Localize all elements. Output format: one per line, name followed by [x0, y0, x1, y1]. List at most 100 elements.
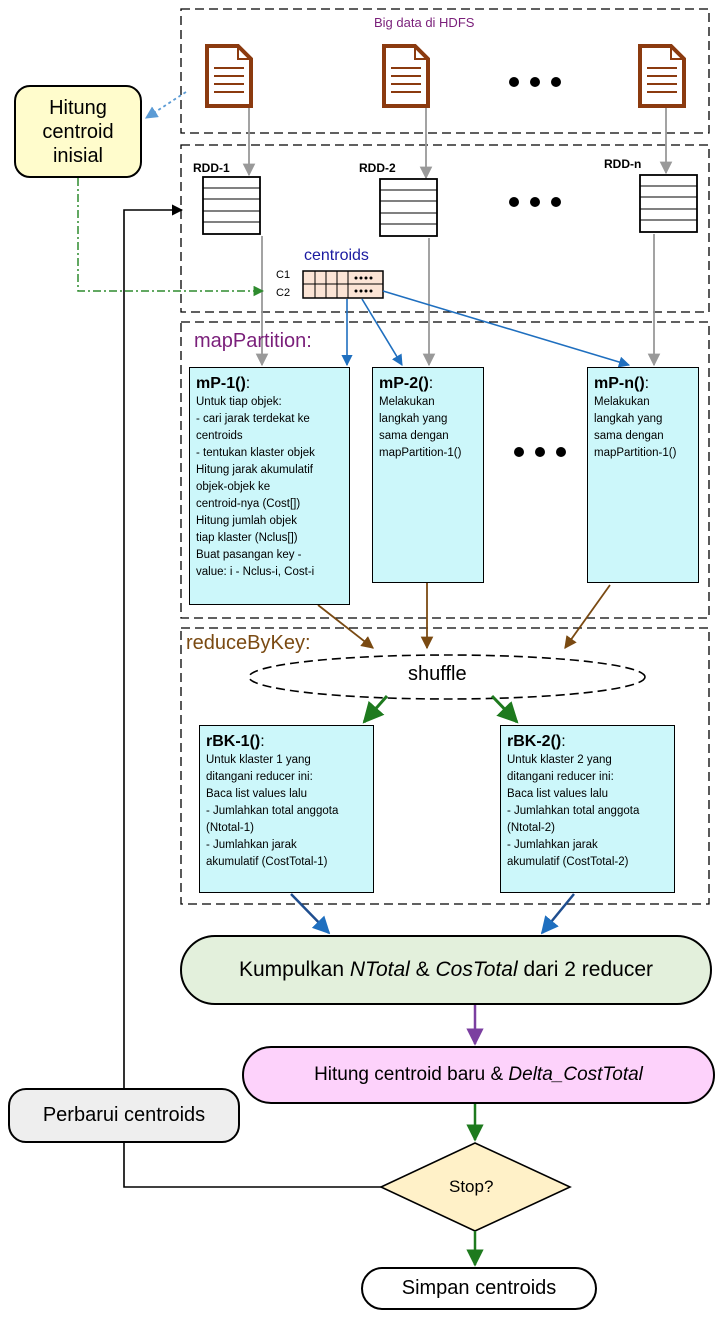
arrow-centroids-to-mpn [382, 290, 631, 368]
rbk2-title-suffix: : [561, 733, 566, 750]
map-partition-n-box: mP-n(): Melakukan langkah yang sama deng… [587, 367, 699, 583]
arrow-rbk2-to-collect [540, 893, 575, 935]
mpn-line: sama dengan [594, 430, 664, 442]
update-label: Perbarui centroids [42, 1104, 206, 1126]
mp1-line: tiap klaster (Nclus[]) [196, 532, 298, 544]
rbk2-title: rBK-2(): [507, 733, 566, 750]
arrow-mpn-to-shuffle [564, 584, 611, 650]
mp1-line: Hitung jarak akumulatif [196, 464, 313, 476]
ellipsis-dots [514, 447, 566, 457]
centroid-c2-label: C2 [276, 287, 291, 299]
mp2-line: mapPartition-1() [379, 447, 462, 459]
rdd-frame [180, 144, 710, 313]
arrow-rbk1-to-collect [290, 893, 331, 935]
mp1-line: centroids [196, 430, 243, 442]
rbk1-line: ditangani reducer ini: [206, 771, 313, 783]
arrow-shuffle-to-rbk1 [362, 695, 389, 724]
rdd-label: RDD-1 [193, 161, 230, 175]
rbk2-line: Baca list values lalu [507, 788, 608, 800]
new-centroid-box: Hitung centroid baru & Delta_CostTotal [242, 1046, 715, 1104]
reduce-frame [180, 627, 710, 905]
centroid-c1-label: C1 [276, 269, 291, 281]
update-centroids-box: Perbarui centroids [8, 1088, 240, 1143]
arrow-shuffle-to-rbk2 [490, 694, 519, 724]
rbk1-line: Baca list values lalu [206, 788, 307, 800]
mp2-line: Melakukan [379, 396, 435, 408]
newcentroid-delta: Delta_CostTotal [508, 1064, 643, 1085]
mp1-title: mP-1(): [196, 375, 251, 392]
document-icon [205, 44, 253, 108]
rbk2-line: akumulatif (CostTotal-2) [507, 856, 629, 868]
mp2-title: mP-2(): [379, 375, 434, 392]
save-label: Simpan centroids [401, 1277, 557, 1299]
rdd-block [379, 178, 438, 237]
mpn-title: mP-n(): [594, 375, 650, 392]
mpn-line: Melakukan [594, 396, 650, 408]
mp1-line: objek-objek ke [196, 481, 271, 493]
reduce-section-label: reduceByKey: [186, 632, 311, 654]
mpn-line: langkah yang [594, 413, 663, 425]
init-line: inisial [52, 144, 104, 167]
rbk1-line: (Ntotal-1) [206, 822, 254, 834]
init-line: Hitung [49, 96, 107, 119]
rbk1-line: - Jumlahkan jarak [206, 839, 297, 851]
hdfs-frame [180, 8, 710, 134]
rbk2-line: Untuk klaster 2 yang [507, 754, 612, 766]
newcentroid-text: Hitung centroid baru & [314, 1064, 509, 1085]
arrow-stop-to-update [123, 1143, 381, 1188]
map-frame [180, 321, 710, 619]
mp1-line: Untuk tiap objek: [196, 396, 282, 408]
rdd-block [202, 176, 261, 235]
mpn-line: mapPartition-1() [594, 447, 677, 459]
mp1-line: centroid-nya (Cost[]) [196, 498, 301, 510]
rdd-label: RDD-n [604, 157, 642, 171]
rbk1-line: - Jumlahkan total anggota [206, 805, 339, 817]
mp2-line: langkah yang [379, 413, 448, 425]
init-centroid-box: Hitung centroid inisial [14, 85, 142, 178]
collect-text: dari 2 reducer [517, 958, 654, 981]
map-partition-2-box: mP-2(): Melakukan langkah yang sama deng… [372, 367, 484, 583]
mp1-line: Buat pasangan key - [196, 549, 302, 561]
init-line: centroid [42, 120, 114, 143]
mp2-line: sama dengan [379, 430, 449, 442]
ellipsis-dots [509, 197, 561, 207]
mp1-line: - cari jarak terdekat ke [196, 413, 310, 425]
rbk2-line: - Jumlahkan jarak [507, 839, 598, 851]
stop-label: Stop? [449, 1177, 494, 1196]
shuffle-label: shuffle [408, 663, 467, 685]
shuffle-ellipse [248, 654, 646, 700]
map-section-label: mapPartition: [194, 330, 312, 352]
reduce-by-key-2-box: rBK-2(): Untuk klaster 2 yang ditangani … [500, 725, 675, 893]
rdd-block [639, 174, 698, 233]
arrow-mp1-to-shuffle [317, 604, 374, 649]
rbk2-line: (Ntotal-2) [507, 822, 555, 834]
centroids-table [302, 270, 384, 299]
save-centroids-box: Simpan centroids [361, 1267, 597, 1310]
mpn-title-suffix: : [644, 375, 650, 392]
arrow-init-to-centroids [77, 178, 265, 297]
reduce-by-key-1-box: rBK-1(): Untuk klaster 1 yang ditangani … [199, 725, 374, 893]
hdfs-label: Big data di HDFS [374, 15, 475, 30]
mp1-line: value: i - Nclus-i, Cost-i [196, 566, 315, 578]
rbk1-title: rBK-1(): [206, 733, 265, 750]
rbk1-line: Untuk klaster 1 yang [206, 754, 311, 766]
arrow-update-to-rdd [123, 204, 184, 1088]
document-icon [382, 44, 430, 108]
arrow-centroids-to-mp2 [361, 298, 403, 366]
mp1-title-suffix: : [245, 375, 251, 392]
rbk2-line: ditangani reducer ini: [507, 771, 614, 783]
document-icon [638, 44, 686, 108]
map-partition-1-box: mP-1(): Untuk tiap objek: - cari jarak t… [189, 367, 350, 605]
ellipsis-dots [509, 77, 561, 87]
collect-text: & [409, 958, 436, 981]
centroids-title: centroids [304, 247, 369, 264]
collect-results-box: Kumpulkan NTotal & CosTotal dari 2 reduc… [180, 935, 712, 1005]
collect-ntotal: NTotal [349, 958, 410, 981]
collect-costotal: CosTotal [435, 958, 518, 981]
mp2-title-suffix: : [428, 375, 434, 392]
rbk2-line: - Jumlahkan total anggota [507, 805, 640, 817]
rbk1-title-suffix: : [260, 733, 265, 750]
mp1-line: - tentukan klaster objek [196, 447, 315, 459]
mp1-line: Hitung jumlah objek [196, 515, 298, 527]
